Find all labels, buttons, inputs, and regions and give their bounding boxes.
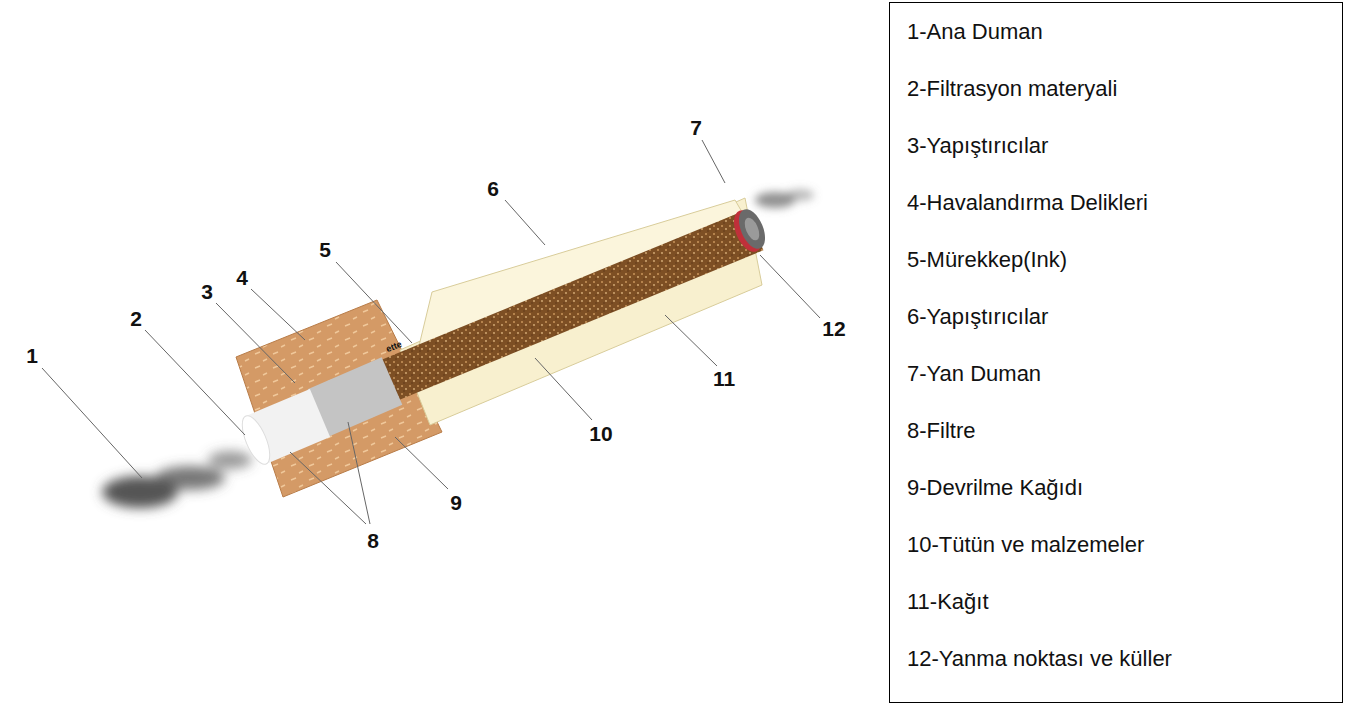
legend-entry: 1-Ana Duman [907, 17, 1043, 47]
callout-number: 5 [319, 239, 331, 260]
legend-entry: 2-Filtrasyon materyali [907, 74, 1117, 104]
legend-entry: 7-Yan Duman [907, 359, 1041, 389]
callout-number: 1 [26, 345, 38, 366]
legend-entry: 11-Kağıt [907, 587, 989, 617]
filter-grey [318, 381, 392, 413]
legend-entry: 3-Yapıştırıcılar [907, 131, 1048, 161]
ash [734, 205, 771, 252]
tobacco-rod [382, 210, 764, 401]
ink-print: ette [385, 340, 403, 354]
legend-entry: 10-Tütün ve malzemeler [907, 530, 1144, 560]
main-smoke [102, 451, 252, 508]
callout-number: 8 [367, 530, 379, 551]
filter-end [237, 412, 276, 468]
legend-entry: 9-Devrilme Kağıdı [907, 473, 1083, 503]
legend-entry: 4-Havalandırma Delikleri [907, 188, 1148, 218]
side-smoke [755, 189, 814, 208]
callout-number: 12 [822, 318, 845, 339]
callout-number: 4 [236, 267, 248, 288]
callout-number: 7 [690, 117, 702, 138]
legend-entry: 12-Yanma noktası ve küller [907, 644, 1172, 674]
callout-number: 10 [589, 423, 612, 444]
callout-number: 11 [713, 368, 735, 389]
legend-box: 1-Ana Duman 2-Filtrasyon materyali 3-Yapış… [889, 2, 1343, 703]
leader-lines [42, 140, 820, 524]
callout-number: 9 [450, 492, 462, 513]
tipping-paper [236, 300, 442, 497]
ash-grain [742, 216, 762, 243]
legend-entry: 5-Mürekkep(Ink) [907, 245, 1067, 275]
legend-entry: 8-Filtre [907, 416, 975, 446]
callout-number: 2 [130, 308, 142, 329]
legend-entry: 6-Yapıştırıcılar [907, 302, 1048, 332]
callout-number: 6 [487, 178, 499, 199]
callout-number: 3 [201, 281, 213, 302]
